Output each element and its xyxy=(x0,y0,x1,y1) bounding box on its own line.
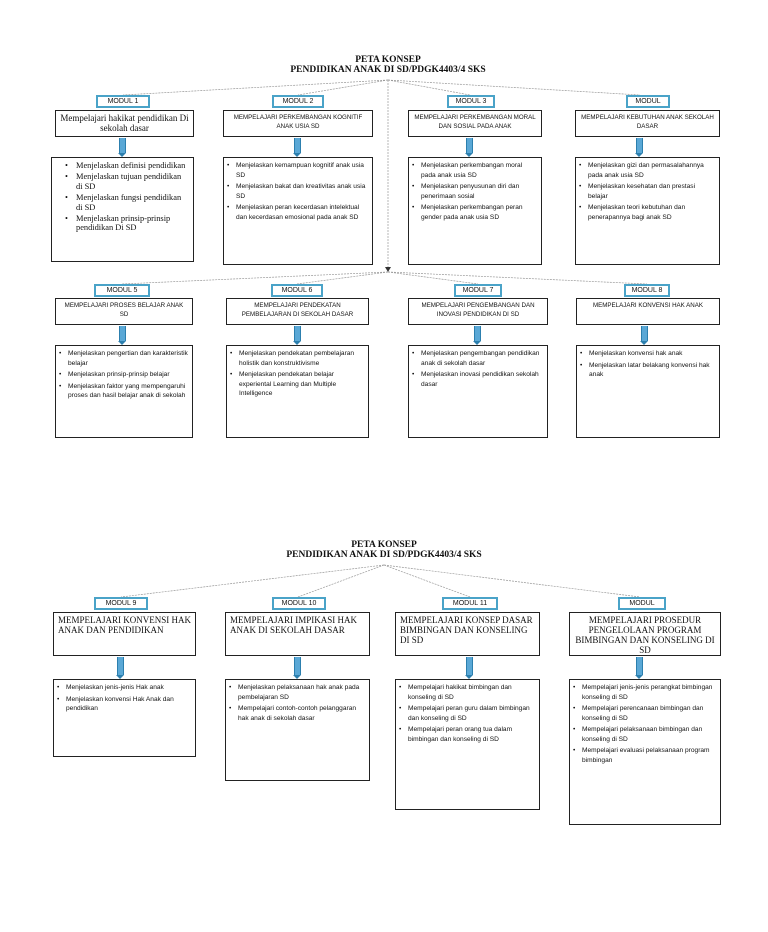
module-10-heading: MEMPELAJARI IMPIKASI HAK ANAK DI SEKOLAH… xyxy=(225,612,370,656)
module-4-heading: MEMPELAJARI KEBUTUHAN ANAK SEKOLAH DASAR xyxy=(575,110,720,137)
list-item: Menjelaskan prinsip-prinsip belajar xyxy=(59,370,188,380)
module-9-content: Menjelaskan jenis-jenis Hak anak Menjela… xyxy=(53,679,196,757)
module-8-heading: MEMPELAJARI KONVENSI HAK ANAK xyxy=(576,298,720,325)
module-5-connector xyxy=(118,326,126,345)
module-7-connector xyxy=(473,326,481,345)
module-9-tag: MODUL 9 xyxy=(94,597,148,610)
module-2-tag: MODUL 2 xyxy=(272,95,324,108)
list-item: Menjelaskan prinsip-prinsip pendidikan D… xyxy=(65,214,189,233)
module-8-content: Menjelaskan konvensi hak anak Menjelaska… xyxy=(576,345,720,438)
module-3-connector xyxy=(465,138,473,157)
module-11-tag: MODUL 11 xyxy=(442,597,498,610)
module-1-connector xyxy=(118,138,126,157)
connectors-page2 xyxy=(120,564,641,598)
module-8-tag: MODUL 8 xyxy=(624,284,670,297)
module-7-content: Menjelaskan pengembangan pendidikan anak… xyxy=(408,345,548,438)
module-6-connector xyxy=(293,326,301,345)
module-11-heading: MEMPELAJARI KONSEP DASAR BIMBINGAN DAN K… xyxy=(395,612,540,656)
list-item: Mempelajari jenis-jenis perangkat bimbin… xyxy=(573,683,716,702)
list-item: Menjelaskan jenis-jenis Hak anak xyxy=(57,683,191,693)
module-6-heading: MEMPELAJARI PENDEKATAN PEMBELAJARAN DI S… xyxy=(226,298,369,325)
module-3-heading: MEMPELAJARI PERKEMBANGAN MORAL DAN SOSIA… xyxy=(408,110,542,137)
page2-title-line1: PETA KONSEP xyxy=(351,540,417,550)
module-2-connector xyxy=(293,138,301,157)
module-4-content: Menjelaskan gizi dan permasalahannya pad… xyxy=(575,157,720,265)
list-item: Mempelajari peran orang tua dalam bimbin… xyxy=(399,725,535,744)
module-1-heading: Mempelajari hakikat pendidikan Di sekola… xyxy=(55,110,194,137)
module-1-content: Menjelaskan definisi pendidikan Menjelas… xyxy=(51,157,194,262)
module-11-content: Mempelajari hakikat bimbingan dan konsel… xyxy=(395,679,540,810)
list-item: Mempelajari perencanaan bimbingan dan ko… xyxy=(573,704,716,723)
module-12-content: Mempelajari jenis-jenis perangkat bimbin… xyxy=(569,679,721,825)
module-10-connector xyxy=(293,657,301,679)
list-item: Menjelaskan definisi pendidikan xyxy=(65,161,189,171)
page1-title: PETA KONSEP PENDIDIKAN ANAK DI SD/PDGK44… xyxy=(238,55,538,75)
module-12-tag: MODUL xyxy=(618,597,666,610)
list-item: Menjelaskan bakat dan kreativitas anak u… xyxy=(227,182,368,201)
list-item: Menjelaskan pengertian dan karakteristik… xyxy=(59,349,188,368)
module-9-heading: MEMPELAJARI KONVENSI HAK ANAK DAN PENDID… xyxy=(53,612,196,656)
list-item: Menjelaskan tujuan pendidikan di SD xyxy=(65,172,189,191)
list-item: Mempelajari contoh-contoh pelanggaran ha… xyxy=(229,704,365,723)
list-item: Mempelajari peran guru dalam bimbingan d… xyxy=(399,704,535,723)
connectors-page1-row2 xyxy=(121,271,648,285)
list-item: Mempelajari pelaksanaan bimbingan dan ko… xyxy=(573,725,716,744)
list-item: Menjelaskan latar belakang konvensi hak … xyxy=(580,361,715,380)
module-10-tag: MODUL 10 xyxy=(272,597,326,610)
module-6-tag: MODUL 6 xyxy=(271,284,323,297)
list-item: Menjelaskan perkembangan moral pada anak… xyxy=(412,161,537,180)
list-item: Menjelaskan gizi dan permasalahannya pad… xyxy=(579,161,715,180)
module-6-content: Menjelaskan pendekatan pembelajaran holi… xyxy=(226,345,369,438)
module-9-connector xyxy=(116,657,124,679)
list-item: Mempelajari evaluasi pelaksanaan program… xyxy=(573,746,716,765)
page2-title: PETA KONSEP PENDIDIKAN ANAK DI SD/PDGK44… xyxy=(234,540,534,560)
module-7-heading: MEMPELAJARI PENGEMBANGAN DAN INOVASI PEN… xyxy=(408,298,548,325)
list-item: Menjelaskan konvensi hak anak xyxy=(580,349,715,359)
list-item: Menjelaskan faktor yang mempengaruhi pro… xyxy=(59,382,188,401)
module-7-tag: MODUL 7 xyxy=(454,284,502,297)
list-item: Menjelaskan kemampuan kognitif anak usia… xyxy=(227,161,368,180)
page2-title-line2: PENDIDIKAN ANAK DI SD/PDGK4403/4 SKS xyxy=(286,550,482,560)
page1-title-line2: PENDIDIKAN ANAK DI SD/PDGK4403/4 SKS xyxy=(290,65,486,75)
module-5-content: Menjelaskan pengertian dan karakteristik… xyxy=(55,345,193,438)
module-5-heading: MEMPELAJARI PROSES BELAJAR ANAK SD xyxy=(55,298,193,325)
module-12-heading: MEMPELAJARI PROSEDUR PENGELOLAAN PROGRAM… xyxy=(569,612,721,656)
module-4-tag: MODUL xyxy=(626,95,670,108)
module-2-heading: MEMPELAJARI PERKEMBANGAN KOGNITIF ANAK U… xyxy=(223,110,373,137)
list-item: Menjelaskan konvensi Hak Anak dan pendid… xyxy=(57,695,191,714)
module-12-connector xyxy=(635,657,643,679)
list-item: Menjelaskan pendekatan pembelajaran holi… xyxy=(230,349,364,368)
list-item: Menjelaskan perkembangan peran gender pa… xyxy=(412,203,537,222)
page1-title-line1: PETA KONSEP xyxy=(355,55,421,65)
list-item: Mempelajari hakikat bimbingan dan konsel… xyxy=(399,683,535,702)
arrowhead xyxy=(385,267,391,272)
module-3-tag: MODUL 3 xyxy=(447,95,495,108)
list-item: Menjelaskan inovasi pendidikan sekolah d… xyxy=(412,370,543,389)
list-item: Menjelaskan peran kecerdasan intelektual… xyxy=(227,203,368,222)
list-item: Menjelaskan penyusunan diri dan penerima… xyxy=(412,182,537,201)
connectors-page1-row1 xyxy=(122,79,641,270)
module-8-connector xyxy=(640,326,648,345)
module-5-tag: MODUL 5 xyxy=(94,284,150,297)
module-1-tag: MODUL 1 xyxy=(96,95,150,108)
list-item: Menjelaskan kesehatan dan prestasi belaj… xyxy=(579,182,715,201)
module-10-content: Menjelaskan pelaksanaan hak anak pada pe… xyxy=(225,679,370,781)
list-item: Menjelaskan pelaksanaan hak anak pada pe… xyxy=(229,683,365,702)
list-item: Menjelaskan teori kebutuhan dan penerapa… xyxy=(579,203,715,222)
module-4-connector xyxy=(635,138,643,157)
module-3-content: Menjelaskan perkembangan moral pada anak… xyxy=(408,157,542,265)
list-item: Menjelaskan pendekatan belajar experient… xyxy=(230,370,364,399)
list-item: Menjelaskan fungsi pendidikan di SD xyxy=(65,193,189,212)
module-11-connector xyxy=(465,657,473,679)
module-2-content: Menjelaskan kemampuan kognitif anak usia… xyxy=(223,157,373,265)
list-item: Menjelaskan pengembangan pendidikan anak… xyxy=(412,349,543,368)
